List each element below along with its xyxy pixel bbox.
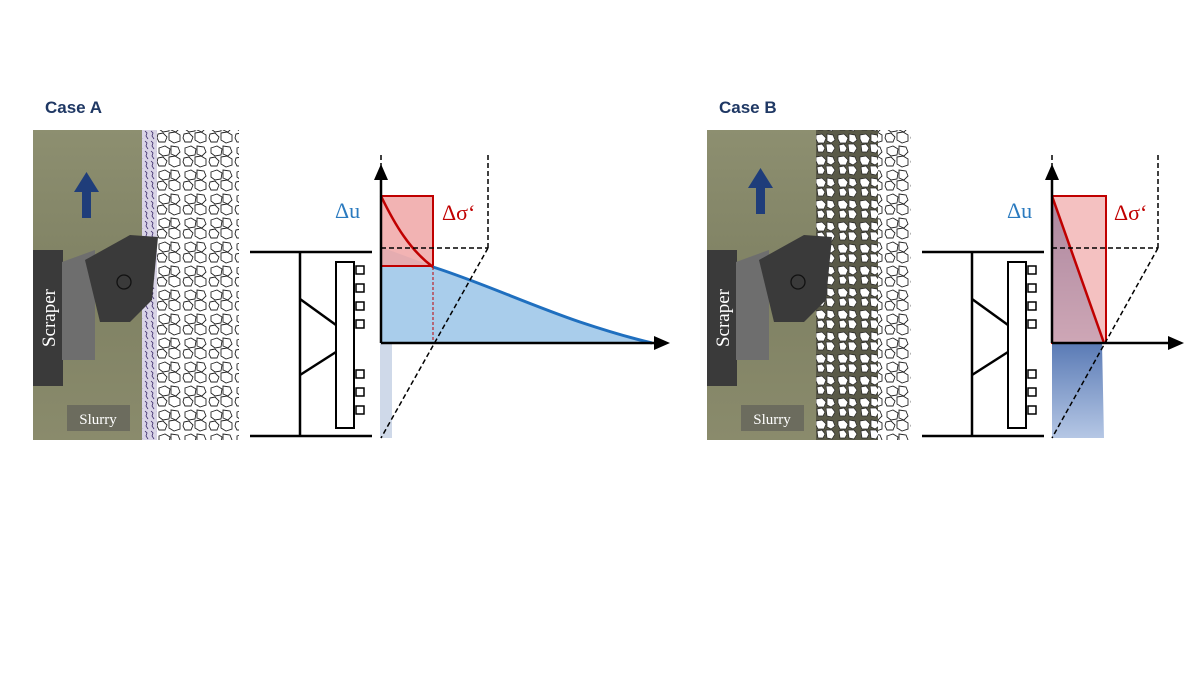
scraper-body [707,250,737,386]
slurry-label: Slurry [753,412,791,428]
slurry-label: Slurry [79,412,117,428]
scraper-body [33,250,63,386]
slurry-label-box [67,405,130,431]
effective-stress-curve [379,195,434,269]
upward-movement-arrow-icon [748,168,773,214]
case-b-pressure-diagram: Δu Δσ‘ [1007,155,1184,439]
scraper-label: Scraper [713,288,734,347]
case-a-cutting-wheel-schematic [250,250,372,438]
case-a-title: Case A [45,98,103,117]
scraper-tool [85,235,158,322]
effective-stress-label: Δσ‘ [442,200,475,225]
scraper-label: Scraper [39,288,60,347]
scraper-bolt-icon [790,274,806,290]
case-b-soil-section: Scraper Slurry [707,130,911,440]
gravel-layer [157,130,239,440]
scraper-tool [759,235,832,322]
upward-movement-arrow-icon [74,172,99,218]
scraper-holder [736,250,769,360]
pore-pressure-label: Δu [1007,198,1032,223]
gravel-layer [878,130,911,440]
case-b-panel: Scraper Slurry [707,130,1184,440]
case-a-soil-section: Scraper Slurry [33,130,239,440]
effective-stress-area [380,195,434,267]
slurry-label-box [741,405,804,431]
tail-shade [380,342,392,438]
case-a-pressure-diagram: Δu Δσ‘ [335,155,670,439]
case-b-cutting-wheel-schematic [922,250,1044,438]
pore-pressure-label: Δu [335,198,360,223]
effective-stress-label: Δσ‘ [1114,200,1147,225]
scraper-holder [62,250,95,360]
case-b-title: Case B [719,98,777,117]
case-a-panel: Scraper Slurry [33,130,670,440]
scraper-bolt-icon [116,274,132,290]
effective-stress-curve [1050,195,1106,344]
